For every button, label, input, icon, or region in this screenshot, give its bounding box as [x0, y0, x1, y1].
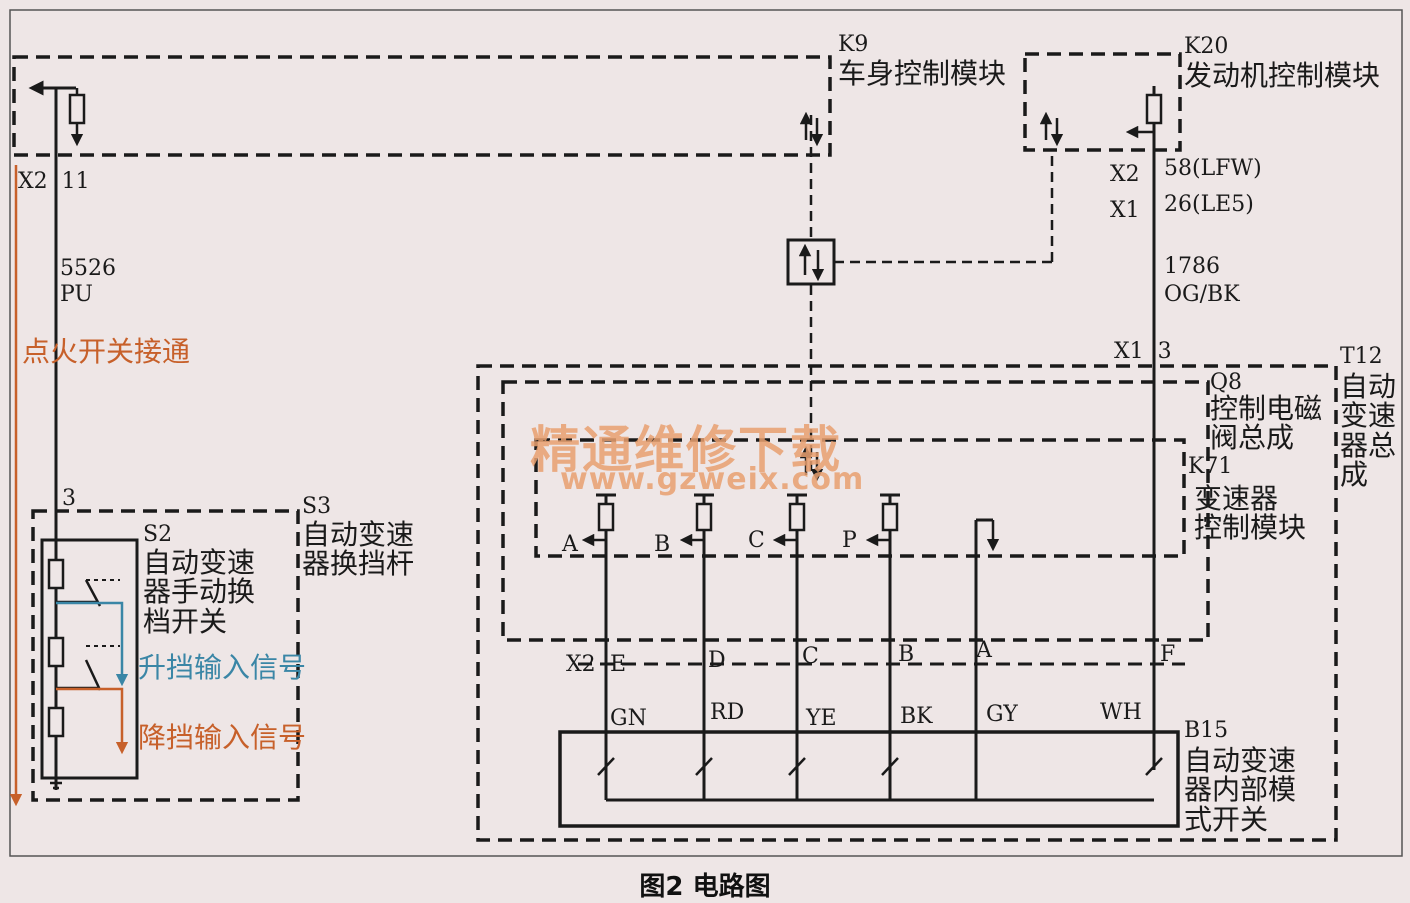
k9-resistor	[68, 93, 86, 125]
s3-name: 自动变速 器换挡杆	[302, 518, 415, 581]
x2-pin-d: D	[708, 648, 726, 673]
watermark-url: www.gzweix.com	[560, 462, 865, 497]
x2-pin-f: F	[1160, 642, 1176, 667]
x2-11-label: X2 11	[18, 169, 90, 194]
k71-out-a: A	[562, 532, 578, 557]
k20-resistor	[1145, 93, 1163, 125]
downshift-arrow	[56, 687, 129, 755]
s2-name: 自动变速 器手动换 档开关	[143, 546, 256, 638]
q8-name: 控制电磁 阀总成	[1210, 392, 1323, 455]
wire-color-gy: GY	[986, 702, 1018, 727]
x1-3-label: X1 3	[1114, 339, 1172, 364]
x2-58-pin: 58(LFW)	[1164, 156, 1262, 181]
x2-pin-a: A	[976, 638, 992, 663]
x2-pin-c: C	[802, 644, 819, 669]
b15-code: B15	[1184, 718, 1229, 743]
k9-name: 车身控制模块	[838, 57, 1007, 90]
s2-code: S2	[143, 522, 173, 547]
s2-upshift-contact	[84, 579, 102, 607]
x2-pin-b: B	[898, 642, 915, 667]
downshift-label: 降挡输入信号	[138, 721, 307, 754]
watermark-cn: 精通维修下载	[530, 421, 842, 479]
s2-downshift-contact	[84, 659, 102, 691]
wire-1786-color: OG/BK	[1164, 282, 1240, 307]
k9-code: K9	[838, 32, 869, 57]
s2-resistor-1	[47, 558, 65, 590]
x1-26-pin: 26(LE5)	[1164, 192, 1254, 217]
b15-name: 自动变速 器内部模 式开关	[1184, 744, 1297, 836]
t12-transmission-box	[476, 364, 1338, 842]
x2-row-label: X2	[566, 652, 596, 677]
b15-mode-switch-box	[558, 730, 1180, 828]
k20-module-box	[1023, 52, 1182, 152]
wire-color-ye: YE	[806, 706, 837, 731]
x2-pin-e: E	[610, 652, 627, 677]
k20-code: K20	[1184, 34, 1229, 59]
serial-data-splice	[786, 238, 836, 286]
k71-out-b: B	[654, 532, 671, 557]
s3-pin-3: 3	[62, 486, 76, 511]
upshift-label: 升挡输入信号	[138, 651, 307, 684]
wire-5526-color: PU	[60, 282, 93, 307]
wire-color-rd: RD	[710, 700, 745, 725]
wire-color-gn: GN	[610, 706, 647, 731]
k9-module-box	[12, 55, 832, 157]
figure-caption: 图2 电路图	[639, 872, 771, 902]
upshift-arrow	[56, 601, 129, 687]
k71-input-wires	[581, 493, 1000, 800]
k20-name: 发动机控制模块	[1184, 59, 1381, 92]
k71-name: 变速器 控制模块	[1194, 482, 1307, 545]
q8-solenoid-box	[501, 380, 1210, 642]
wire-color-bk: BK	[900, 704, 933, 729]
outer-frame	[9, 9, 1403, 857]
ignition-label: 点火开关接通	[22, 335, 191, 368]
t12-code: T12	[1340, 344, 1383, 369]
s3-code: S3	[302, 494, 332, 519]
t12-name: 自动 变速 器总 成	[1340, 370, 1397, 492]
x1-26-label: X1	[1110, 198, 1140, 223]
wire-1786-circuit: 1786	[1164, 254, 1220, 279]
k71-out-p: P	[842, 528, 857, 553]
q8-code: Q8	[1210, 370, 1243, 395]
s2-switch-box	[40, 538, 139, 780]
b15-switch-contacts	[597, 757, 1163, 802]
x2-58-label: X2	[1110, 162, 1140, 187]
k71-code: K71	[1188, 454, 1233, 479]
s2-resistor-2	[47, 636, 65, 668]
k71-control-box	[534, 438, 1186, 558]
s2-resistor-3	[47, 706, 65, 738]
wire-5526-circuit: 5526	[60, 256, 116, 281]
k71-out-c: C	[748, 528, 765, 553]
wire-color-wh: WH	[1100, 700, 1142, 725]
s3-shifter-box	[31, 509, 300, 802]
